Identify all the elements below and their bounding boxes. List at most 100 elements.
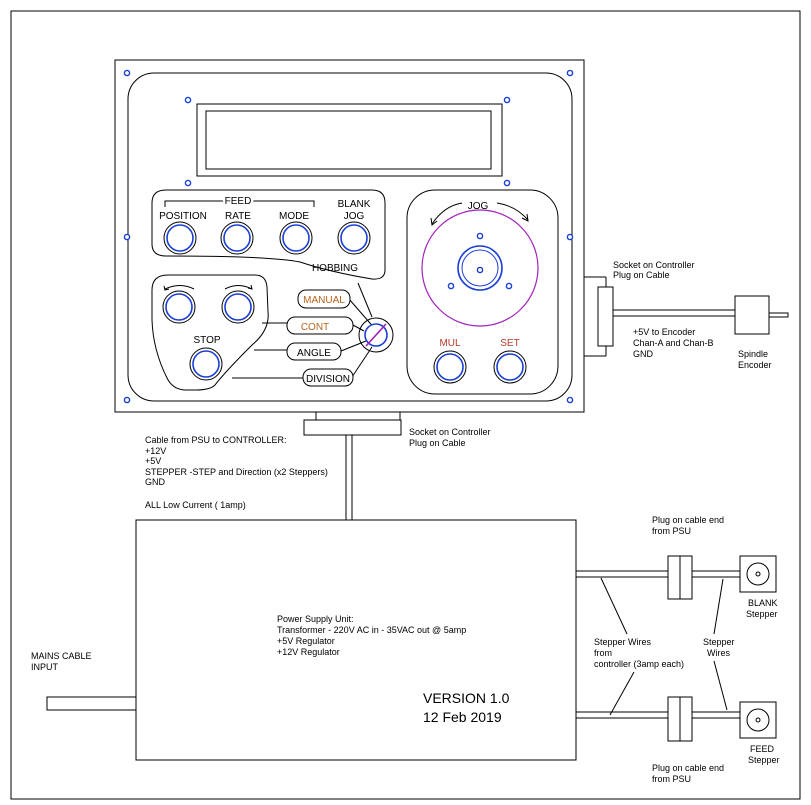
feed-label: FEED (225, 196, 252, 207)
cable-info-4: STEPPER -STEP and Direction (x2 Steppers… (145, 467, 328, 477)
screw-icon (566, 396, 574, 404)
encoder-signals-3: GND (633, 349, 654, 359)
stop-button[interactable] (189, 347, 223, 381)
feed-stepper-label-2: Stepper (748, 755, 780, 765)
cable-info-5: GND (145, 477, 166, 487)
encoder-signals-2: Chan-A and Chan-B (633, 338, 714, 348)
position-button[interactable] (163, 221, 197, 255)
screw-icon (184, 96, 192, 104)
hobbing-label: HOBBING (312, 263, 358, 274)
mode-manual-label: MANUAL (303, 295, 345, 306)
cable-info-3: +5V (145, 456, 161, 466)
mode-selector-knob[interactable] (358, 317, 394, 353)
screw-icon (123, 69, 131, 77)
encoder-socket-label-2: Plug on Cable (613, 270, 670, 280)
set-label: SET (500, 338, 519, 349)
screw-icon (123, 396, 131, 404)
lcd-display-screen (205, 110, 492, 170)
jog-group (406, 189, 559, 395)
mode-manual-pill[interactable] (297, 289, 351, 309)
power-supply-unit: Power Supply Unit: Transformer - 220V AC… (135, 519, 577, 761)
encoder-shaft (768, 312, 789, 318)
left-arrow-button[interactable] (162, 290, 196, 324)
mode-cont-label: CONT (301, 322, 329, 333)
mode-division-pill[interactable] (302, 368, 354, 387)
controller-plug (303, 419, 402, 436)
version-label: VERSION 1.0 (423, 690, 510, 706)
stop-button-group (151, 274, 269, 391)
mains-label-2: INPUT (31, 662, 59, 672)
wires-left-label-1: Stepper Wires (594, 637, 652, 647)
cable-info-2: +12V (145, 446, 166, 456)
jog-ccw-arrow-icon (431, 202, 463, 225)
encoder-connector (597, 286, 614, 347)
blank-stepper-motor (739, 555, 777, 593)
position-label: POSITION (159, 211, 207, 222)
encoder-socket-label-1: Socket on Controller (613, 260, 695, 270)
mode-label: MODE (279, 211, 309, 222)
right-arrow-button[interactable] (221, 290, 255, 324)
screw-icon (503, 179, 511, 187)
stop-label: STOP (193, 335, 220, 346)
screw-icon (566, 233, 574, 241)
lcd-display-bezel (196, 103, 503, 177)
psu-info-2: Transformer - 220V AC in - 35VAC out @ 5… (277, 625, 466, 635)
mul-button[interactable] (433, 350, 467, 384)
controller-socket (315, 411, 401, 421)
spindle-encoder-label-1: Spindle (738, 349, 768, 359)
blank-stepper-plug (679, 555, 693, 600)
cable-info-1: Cable from PSU to CONTROLLER: (145, 435, 287, 445)
plug-bottom-label-2: from PSU (652, 774, 691, 784)
mains-input: MAINS CABLE INPUT (31, 651, 137, 711)
feed-stepper-plug-outer (667, 696, 681, 742)
feed-stepper-motor (739, 701, 777, 739)
top-button-group (151, 189, 386, 280)
blank-stepper-label-2: Stepper (746, 609, 778, 619)
encoder-connection: Socket on Controller Plug on Cable +5V t… (584, 260, 789, 370)
mode-button[interactable] (279, 221, 313, 255)
feed-bracket (164, 200, 315, 207)
spindle-encoder-label-2: Encoder (738, 360, 772, 370)
set-button[interactable] (493, 350, 527, 384)
plug-top-label-1: Plug on cable end (652, 515, 724, 525)
feed-stepper-plug (679, 696, 693, 742)
plug-top-label-2: from PSU (652, 526, 691, 536)
blank-jog-button[interactable] (337, 221, 371, 255)
screw-icon (566, 69, 574, 77)
feed-stepper-label-1: FEED (750, 744, 775, 754)
mul-label: MUL (439, 338, 461, 349)
stepper-connections: Plug on cable end from PSU BLANK Stepper… (576, 515, 780, 784)
plug-bottom-label-1: Plug on cable end (652, 763, 724, 773)
outer-frame (10, 10, 801, 800)
mode-angle-pill[interactable] (286, 342, 342, 361)
psu-info-3: +5V Regulator (277, 636, 335, 646)
rate-label: RATE (225, 211, 251, 222)
wires-left-label-3: controller (3amp each) (594, 659, 684, 669)
psu-socket-label-2: Plug on Cable (409, 438, 466, 448)
controller-unit: FEED BLANK POSITION RATE MODE JOG HOBBIN… (114, 59, 585, 413)
version-date: 12 Feb 2019 (423, 709, 502, 725)
rate-button[interactable] (220, 221, 254, 255)
cable-info-6: ALL Low Current ( 1amp) (145, 500, 246, 510)
encoder-signals-1: +5V to Encoder (633, 327, 695, 337)
psu-info-1: Power Supply Unit: (277, 614, 354, 624)
blank-stepper-plug-outer (667, 555, 681, 600)
mains-cable (46, 696, 137, 711)
blank-stepper-label-1: BLANK (748, 598, 778, 608)
mode-division-label: DIVISION (306, 374, 350, 385)
wires-left-label-2: from (594, 648, 612, 658)
mounting-screws (123, 69, 574, 404)
jog-wheel[interactable] (421, 209, 539, 327)
blank-jog-label: JOG (344, 211, 365, 222)
spindle-encoder (734, 295, 770, 335)
psu-enclosure (135, 519, 577, 761)
jog-cw-arrow-icon (496, 202, 529, 221)
screw-icon (184, 179, 192, 187)
arrow-left-icon (164, 285, 195, 290)
mode-angle-label: ANGLE (297, 348, 331, 359)
mode-cont-pill[interactable] (286, 316, 354, 335)
psu-socket-label-1: Socket on Controller (409, 427, 491, 437)
psu-cable-connection: Socket on Controller Plug on Cable Cable… (145, 411, 491, 520)
wires-right-label-1: Stepper (703, 637, 735, 647)
